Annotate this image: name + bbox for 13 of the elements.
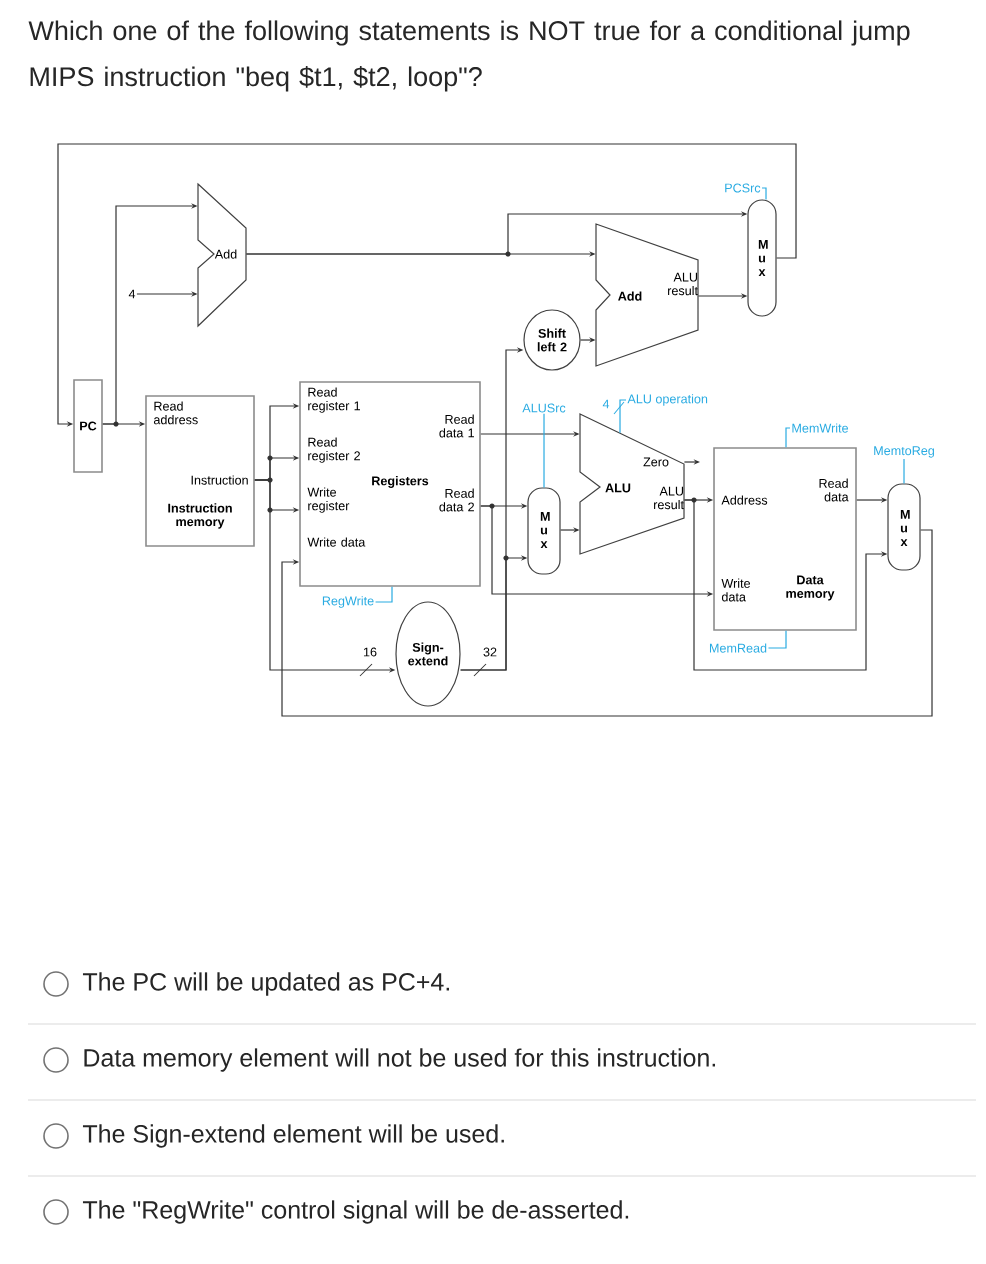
option-text: The "RegWrite" control signal will be de-asserted. <box>82 1200 629 1224</box>
option-text: The Sign-extend element will be used. <box>82 1124 504 1148</box>
control-line <box>619 399 627 434</box>
question-text: Which one of the following statements is NOT true for a conditional jump MIPS instruction "beq $t1, $t2, loop"? <box>28 20 910 92</box>
control-line <box>374 586 393 603</box>
option-text: The PC will be updated as PC+4. <box>82 972 449 996</box>
control-line <box>785 427 791 448</box>
option-text: Data memory element will not be used for this instruction. <box>84 1048 715 1072</box>
control-line <box>767 630 787 649</box>
control-line <box>903 458 905 484</box>
wire <box>281 529 933 717</box>
control-line <box>543 413 545 488</box>
control-line <box>761 187 767 200</box>
